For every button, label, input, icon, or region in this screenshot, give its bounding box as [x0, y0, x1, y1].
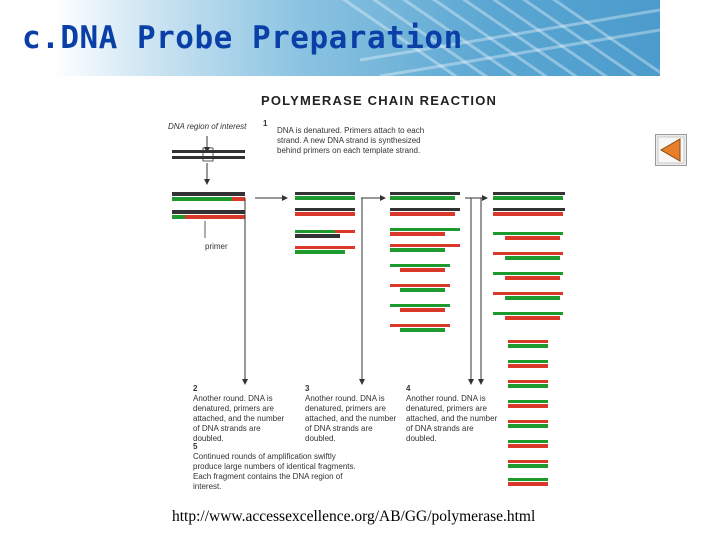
step-2-number: 2	[193, 384, 198, 393]
source-url-link[interactable]: http://www.accessexcellence.org/AB/GG/po…	[172, 508, 536, 525]
banner-decoration	[341, 0, 660, 76]
round-4-strands	[493, 192, 565, 486]
step-1-number: 1	[263, 119, 268, 128]
figure-title: POLYMERASE CHAIN REACTION	[261, 93, 498, 108]
round-3-strands	[390, 192, 460, 332]
step-1-text: DNA is denatured. Primers attach to each…	[277, 126, 425, 155]
round-1-strands	[172, 192, 245, 219]
title-banner: c.DNA Probe Preparation	[0, 0, 660, 76]
pcr-diagram	[172, 136, 565, 486]
initial-dna-strand	[172, 147, 245, 162]
region-label: DNA region of interest	[168, 122, 247, 131]
slide-title: c.DNA Probe Preparation	[22, 20, 463, 56]
step-4-text: Another round. DNA is denatured, primers…	[406, 394, 498, 443]
step-3-text: Another round. DNA is denatured, primers…	[305, 394, 397, 443]
step-4-number: 4	[406, 384, 411, 393]
step-5-text: Continued rounds of amplification swiftl…	[193, 452, 356, 491]
primer-label: primer	[205, 242, 228, 251]
step-3-number: 3	[305, 384, 310, 393]
previous-slide-button[interactable]	[655, 134, 687, 166]
step-5-number: 5	[193, 442, 198, 451]
round-2-strands	[295, 192, 355, 254]
pcr-figure: POLYMERASE CHAIN REACTION DNA region of …	[165, 88, 585, 498]
step-2-text: Another round. DNA is denatured, primers…	[193, 394, 285, 443]
triangle-left-icon	[655, 134, 687, 166]
